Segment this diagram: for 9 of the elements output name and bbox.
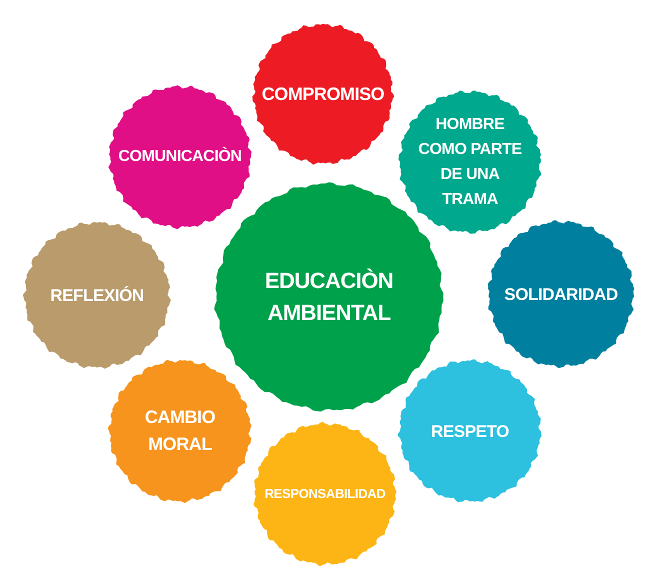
node-label: SOLIDARIDAD (504, 284, 618, 304)
node-label: EDUCACIÒN AMBIENTAL (264, 267, 394, 327)
node-label: HOMBRE COMO PARTE DE UNA TRAMA (417, 115, 523, 210)
node-label: COMUNICACIÒN (118, 147, 242, 167)
node-label: RESPETO (431, 420, 509, 442)
node-label: CAMBIO MORAL (144, 406, 216, 456)
node-label: REFLEXIÓN (50, 284, 144, 306)
node-label: COMPROMISO (262, 83, 384, 105)
node-label: RESPONSABILIDAD (264, 486, 386, 502)
